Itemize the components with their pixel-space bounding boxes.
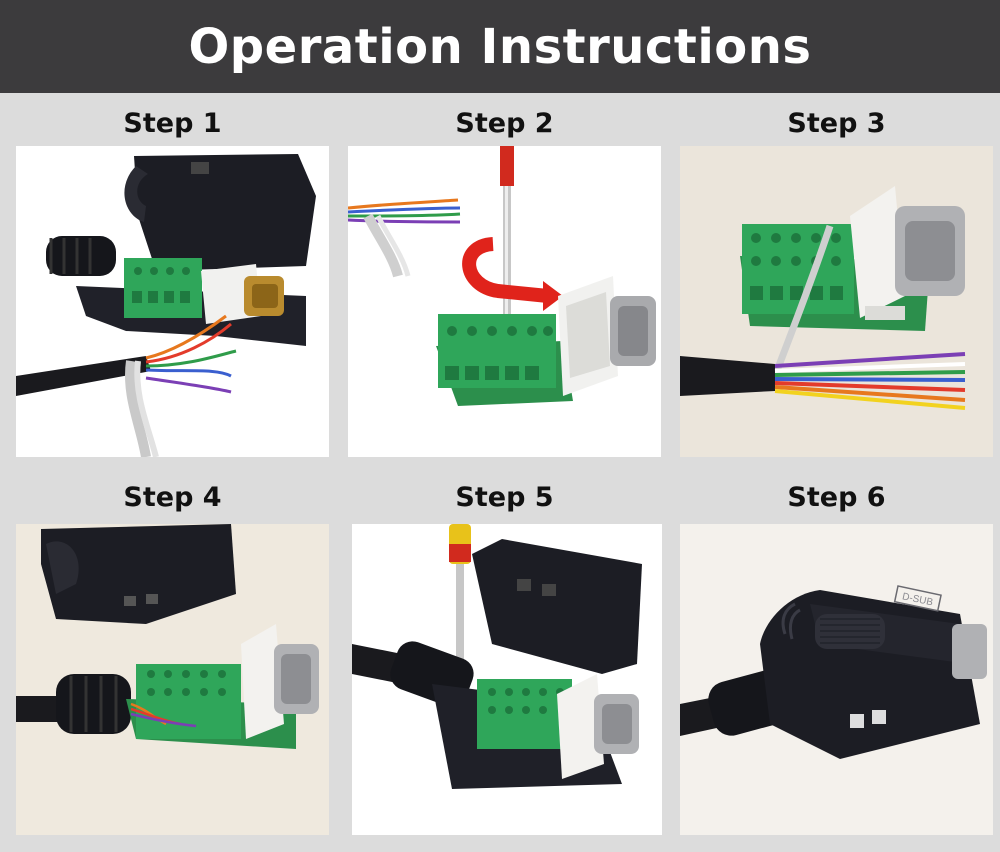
step-4-photo — [16, 524, 329, 835]
step-3-label: Step 3 — [787, 108, 886, 139]
step-5-photo — [352, 524, 662, 835]
step-6-photo: D-SUB — [680, 524, 993, 835]
page-title: Operation Instructions — [188, 18, 812, 75]
step-3-photo — [680, 146, 993, 457]
step-1-photo — [16, 146, 329, 457]
step-2-photo — [348, 146, 661, 457]
step-6-label: Step 6 — [787, 482, 886, 513]
title-banner: Operation Instructions — [0, 0, 1000, 93]
step-2-label: Step 2 — [455, 108, 554, 139]
step-1-label: Step 1 — [123, 108, 222, 139]
step-5-label: Step 5 — [455, 482, 554, 513]
step-4-label: Step 4 — [123, 482, 222, 513]
